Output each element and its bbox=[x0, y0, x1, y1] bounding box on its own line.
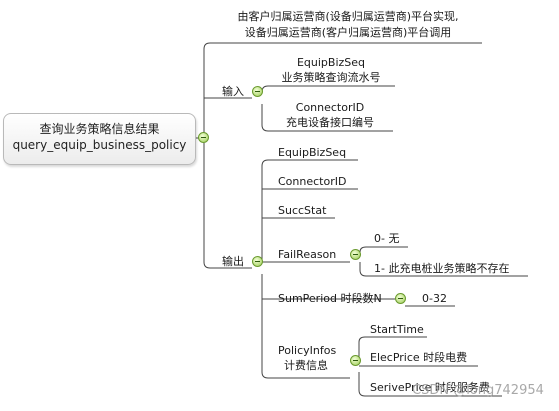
sum-period-range: 0-32 bbox=[422, 292, 447, 305]
output-field-equip-biz-seq: EquipBizSeq bbox=[278, 146, 347, 159]
note-line-2: 设备归属运营商(客户归属运营商)平台调用 bbox=[244, 26, 452, 39]
policy-infos-child: SerivePrice 时段服务费 bbox=[370, 381, 490, 394]
output-field-policy-infos: PolicyInfos bbox=[278, 344, 337, 357]
root-title-en: query_equip_business_policy bbox=[12, 138, 187, 152]
root-collapse-toggle-icon[interactable] bbox=[198, 132, 209, 143]
policy-infos-desc: 计费信息 bbox=[284, 359, 328, 372]
output-field-fail-reason: FailReason bbox=[278, 248, 337, 261]
policy-infos-child: ElecPrice 时段电费 bbox=[370, 351, 468, 364]
input-collapse-toggle-icon[interactable] bbox=[252, 86, 263, 97]
output-label: 输出 bbox=[222, 255, 244, 268]
output-field-connector-id: ConnectorID bbox=[278, 175, 347, 188]
root-title-cn: 查询业务策略信息结果 bbox=[39, 122, 160, 136]
input-field-desc: 业务策略查询流水号 bbox=[281, 71, 381, 84]
sum-period-collapse-toggle-icon[interactable] bbox=[395, 293, 406, 304]
input-field-name: ConnectorID bbox=[295, 101, 365, 114]
output-collapse-toggle-icon[interactable] bbox=[252, 256, 263, 267]
policy-infos-collapse-toggle-icon[interactable] bbox=[350, 355, 361, 366]
output-field-sum-period: SumPeriod 时段数N bbox=[278, 292, 382, 305]
fail-reason-collapse-toggle-icon[interactable] bbox=[350, 249, 361, 260]
fail-reason-value: 0- 无 bbox=[374, 232, 400, 245]
note-line-1: 由客户归属运营商(设备归属运营商)平台实现, bbox=[237, 10, 459, 23]
input-label: 输入 bbox=[222, 85, 244, 98]
output-field-succ-stat: SuccStat bbox=[278, 204, 327, 217]
root-node[interactable]: 查询业务策略信息结果 query_equip_business_policy bbox=[3, 113, 196, 165]
fail-reason-value: 1- 此充电桩业务策略不存在 bbox=[374, 262, 510, 275]
watermark: CSDN @long742954 bbox=[412, 383, 544, 398]
input-field-name: EquipBizSeq bbox=[296, 56, 366, 69]
input-field-desc: 充电设备接口编号 bbox=[286, 116, 374, 129]
policy-infos-child: StartTime bbox=[370, 323, 424, 336]
